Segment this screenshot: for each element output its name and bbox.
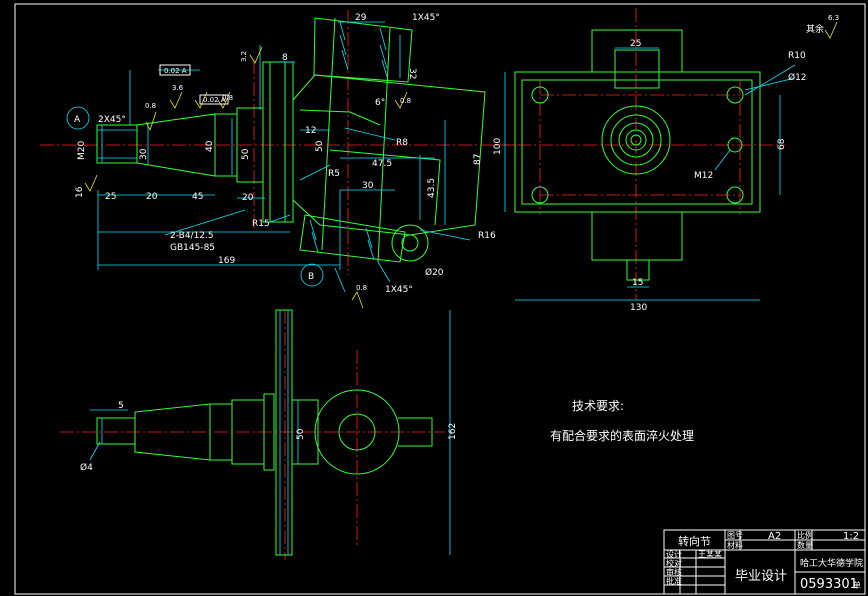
title-checker-label: 审核 xyxy=(666,567,682,577)
title-scale-value: 1:2 xyxy=(843,531,859,542)
dim-43-5: 43.5 xyxy=(427,178,437,198)
title-extra: 单 xyxy=(853,580,861,590)
title-project: 毕业设计 xyxy=(735,569,787,584)
dim-r16: R16 xyxy=(478,231,496,241)
dim-1x45: 1X45° xyxy=(385,285,413,295)
dim-12: 12 xyxy=(305,126,316,136)
dim-gb145: GB145-85 xyxy=(170,243,215,253)
dim-0-8-d: 0.8 xyxy=(356,284,367,292)
dim-45: 45 xyxy=(192,192,203,202)
dim-2x45: 2X45° xyxy=(98,115,126,125)
dim-29: 29 xyxy=(355,13,367,23)
datum-a-label: A xyxy=(74,115,81,125)
dim-r15: R15 xyxy=(252,219,270,229)
front-section-view: A B 29 1X45° 8 32 3.2 0.8 3.6 0.8 0.8 6°… xyxy=(40,10,838,309)
title-approver-label: 批准 xyxy=(666,576,682,586)
title-designer-name: 王某某 xyxy=(698,550,722,559)
title-material-label: 材料 xyxy=(727,540,743,550)
dim-0-8-a: 0.8 xyxy=(145,102,156,110)
dim-phi20: Ø20 xyxy=(425,267,444,278)
dim-50-b: 50 xyxy=(315,140,325,152)
top-view: 5 50 162 Ø4 xyxy=(60,309,458,560)
title-school: 哈工大华德学院 xyxy=(800,557,863,569)
dim-r8: R8 xyxy=(396,138,408,148)
dim-87: 87 xyxy=(473,154,483,165)
dim-40: 40 xyxy=(205,140,215,152)
title-designer-label: 设计 xyxy=(666,549,682,559)
dim-15: 15 xyxy=(632,278,643,288)
dim-32-vertical: 32 xyxy=(407,68,417,79)
tolerance-box-2: 0.02 A xyxy=(203,96,226,104)
dim-100: 100 xyxy=(493,138,503,155)
dim-r10: R10 xyxy=(788,51,806,61)
dim-47-5: 47.5 xyxy=(372,159,392,169)
dim-6-3: 6.3 xyxy=(828,14,839,22)
dim-8: 8 xyxy=(282,53,288,63)
dim-30-b: 30 xyxy=(362,181,374,191)
title-part-name: 转向节 xyxy=(678,534,711,548)
dim-20-b: 20 xyxy=(242,193,254,203)
dim-r5: R5 xyxy=(328,169,340,179)
dim-chamfer-top: 1X45° xyxy=(412,13,440,23)
rest-roughness-label: 其余 xyxy=(806,23,824,35)
dim-130: 130 xyxy=(630,303,647,313)
title-reviewer-label: 校对 xyxy=(666,558,682,568)
dim-phi12: Ø12 xyxy=(788,72,807,83)
dim-0-8-b: 0.8 xyxy=(222,94,233,102)
title-count-label: 数量 xyxy=(797,540,813,550)
dim-5: 5 xyxy=(118,401,124,411)
dim-0-8-c: 0.8 xyxy=(400,97,411,105)
dim-68: 68 xyxy=(777,138,787,150)
datum-b-label: B xyxy=(308,272,314,282)
dim-6-deg: 6° xyxy=(375,98,385,108)
dim-50-a: 50 xyxy=(241,148,251,160)
dim-162: 162 xyxy=(448,423,458,440)
sheet-border xyxy=(14,3,866,595)
side-view: 25 R10 Ø12 100 68 M12 15 130 6.3 其余 xyxy=(493,8,839,313)
tech-requirements-title: 技术要求: xyxy=(572,399,624,413)
title-block: 转向节 图号 A2 材料 比例 1:2 数量 设计 王某某 校对 审核 批准 毕… xyxy=(663,529,866,595)
dim-phi4: Ø4 xyxy=(80,462,93,473)
dim-30: 30 xyxy=(139,148,149,160)
title-student-id: 0593301 xyxy=(800,577,858,592)
title-scale-label: 比例 xyxy=(797,530,813,540)
dim-m12: M12 xyxy=(694,171,713,181)
dim-3-2: 3.2 xyxy=(240,51,248,62)
dim-50-c: 50 xyxy=(296,428,306,440)
tolerance-box-1: 0.02 A xyxy=(164,67,187,75)
title-sheet-label: 图号 xyxy=(727,531,743,540)
title-sheet-value: A2 xyxy=(768,531,781,542)
dim-25-top: 25 xyxy=(630,39,641,49)
dim-169: 169 xyxy=(218,256,235,266)
tech-requirements-line1: 有配合要求的表面淬火处理 xyxy=(550,428,694,443)
dim-16: 16 xyxy=(75,186,85,198)
dim-3-6: 3.6 xyxy=(172,84,184,92)
dim-25: 25 xyxy=(105,192,116,202)
dim-2-b4: 2-B4/12.5 xyxy=(170,231,214,241)
dim-20-a: 20 xyxy=(146,192,158,202)
dim-m20: M20 xyxy=(77,141,87,160)
